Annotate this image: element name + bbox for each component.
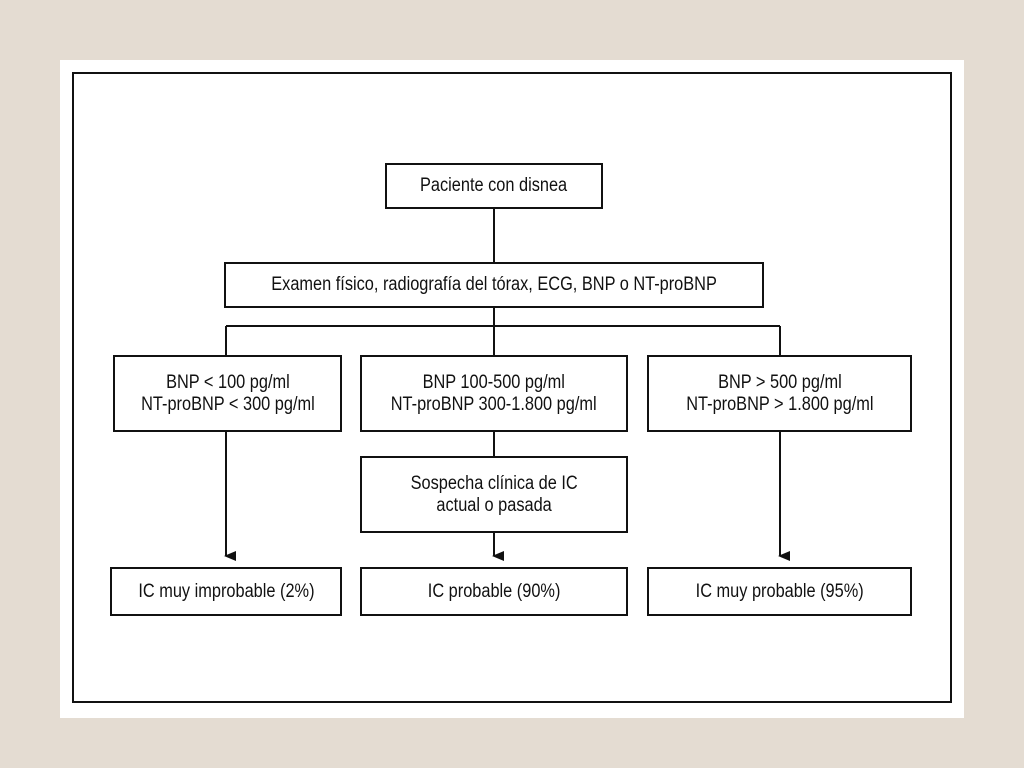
mid-result-box: IC probable (90%): [360, 567, 628, 616]
figure-frame: [72, 72, 952, 703]
high-range-ntprobnp: NT-proBNP > 1.800 pg/ml: [685, 393, 874, 415]
mid-range-box: BNP 100-500 pg/ml NT-proBNP 300-1.800 pg…: [360, 355, 628, 432]
suspicion-box: Sospecha clínica de IC actual o pasada: [360, 456, 628, 533]
mid-range-bnp: BNP 100-500 pg/ml: [422, 371, 566, 393]
high-result-label: IC muy probable (95%): [695, 580, 864, 602]
mid-range-ntprobnp: NT-proBNP 300-1.800 pg/ml: [391, 393, 597, 415]
low-range-box: BNP < 100 pg/ml NT-proBNP < 300 pg/ml: [113, 355, 342, 432]
high-result-box: IC muy probable (95%): [647, 567, 912, 616]
low-result-box: IC muy improbable (2%): [110, 567, 342, 616]
exam-label: Examen físico, radiografía del tórax, EC…: [271, 274, 717, 295]
start-box: Paciente con disnea: [385, 163, 603, 209]
suspicion-line-1: Sospecha clínica de IC: [410, 472, 578, 494]
low-range-bnp: BNP < 100 pg/ml: [165, 371, 290, 393]
suspicion-line-2: actual o pasada: [436, 494, 552, 516]
start-label: Paciente con disnea: [420, 175, 568, 196]
mid-result-label: IC probable (90%): [427, 580, 561, 602]
low-result-label: IC muy improbable (2%): [137, 580, 315, 602]
low-range-ntprobnp: NT-proBNP < 300 pg/ml: [140, 393, 315, 415]
high-range-bnp: BNP > 500 pg/ml: [717, 371, 842, 393]
exam-box: Examen físico, radiografía del tórax, EC…: [224, 262, 764, 308]
high-range-box: BNP > 500 pg/ml NT-proBNP > 1.800 pg/ml: [647, 355, 912, 432]
